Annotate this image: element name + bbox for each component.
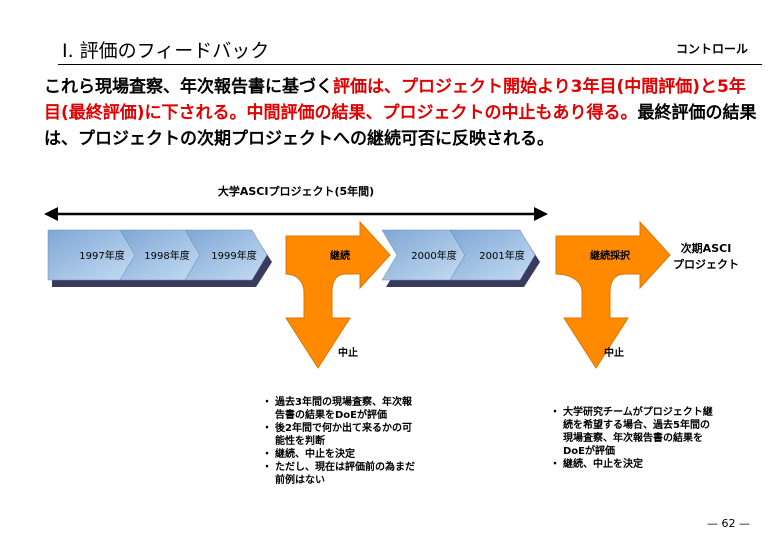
chevrons-phase-2 [381,229,540,287]
lead-paragraph: これら現場査察、年次報告書に基づく評価は、プロジェクト開始より3年目(中間評価)… [44,74,759,152]
page-number: — 62 — [707,517,750,530]
year-1997: 1997年度 [79,249,124,262]
lead-text-2: 最終評価の結果は、プロジェクトの次期プロジェクトへの継続可否に反映される。 [44,103,757,149]
decision-arrow-continue [285,220,391,369]
section-tag: コントロール [675,42,748,56]
stop-label-2: 中止 [604,346,624,359]
year-2000: 2000年度 [411,249,456,262]
next-project-line-2: プロジェクト [673,257,739,271]
next-project-line-1: 次期ASCI [681,241,732,255]
span-double-arrow [44,207,548,221]
notes-left: 過去3年間の現場査察、年次報告書の結果をDoEが評価 後2年間で何か出て来るかの… [262,396,415,487]
chevrons-phase-1 [47,229,272,287]
lead-text-1: これら現場査察、年次報告書に基づく [44,77,333,97]
decision-arrow-adopt [555,220,671,369]
page-title: I. 評価のフィードバック [62,40,270,62]
note-left-item: ただし、現在は評価前の為まだ前例はない [262,461,415,487]
note-right-item: 継続、中止を決定 [550,458,718,471]
note-left-item: 後2年間で何か出て来るかの可能性を判断 [262,422,415,448]
year-2001: 2001年度 [479,249,524,262]
lead-text-emphasis: 評価は、プロジェクト開始より3年目(中間評価)と5年目(最終評価)に下される。中… [44,77,746,123]
stop-label-1: 中止 [338,346,358,359]
title-rule [58,64,762,65]
year-1998: 1998年度 [144,249,189,262]
decision-continue-label: 継続 [330,249,350,262]
note-right-item: 大学研究チームがプロジェクト継続を希望する場合、過去5年間の現場査察、年次報告書… [550,406,718,458]
notes-right: 大学研究チームがプロジェクト継続を希望する場合、過去5年間の現場査察、年次報告書… [550,406,718,471]
note-left-item: 継続、中止を決定 [262,448,415,461]
decision-adopt-label: 継続採択 [590,249,631,262]
note-left-item: 過去3年間の現場査察、年次報告書の結果をDoEが評価 [262,396,415,422]
year-1999: 1999年度 [211,249,256,262]
span-label: 大学ASCIプロジェクト(5年間) [218,184,374,198]
